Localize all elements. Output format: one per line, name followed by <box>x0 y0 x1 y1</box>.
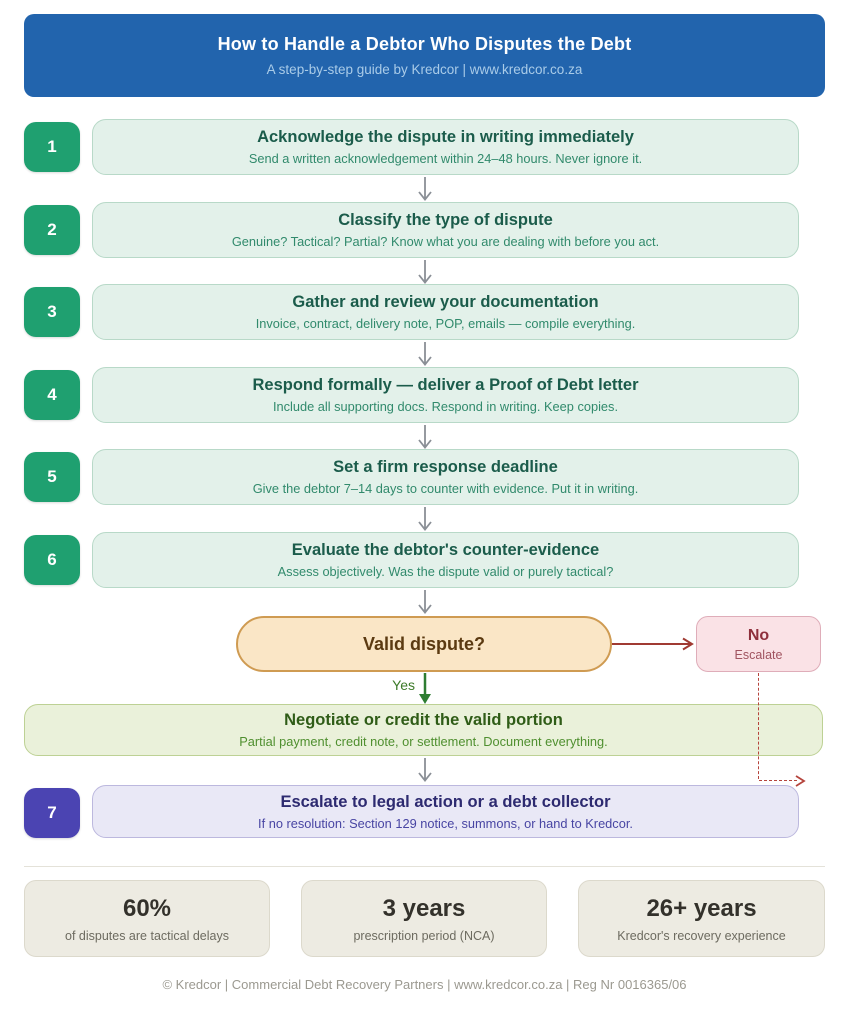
stat-value: 60% <box>122 894 172 922</box>
escalate-dashed-line-horizontal <box>759 780 797 781</box>
step-box-6: Evaluate the debtor's counter-evidence A… <box>92 532 799 588</box>
no-escalate-box: No Escalate <box>696 616 821 672</box>
down-arrow-icon <box>418 758 432 782</box>
step-title: Classify the type of dispute <box>338 211 553 229</box>
stat-card-prescription-period: 3 years prescription period (NCA) <box>301 880 547 957</box>
step-badge-7: 7 <box>24 788 80 838</box>
page-title: How to Handle a Debtor Who Disputes the … <box>217 34 632 54</box>
step-title: Acknowledge the dispute in writing immed… <box>257 128 634 146</box>
step-box-1: Acknowledge the dispute in writing immed… <box>92 119 799 175</box>
footer-text: © Kredcor | Commercial Debt Recovery Par… <box>162 977 687 992</box>
yes-label: Yes <box>392 677 415 693</box>
step-badge-4: 4 <box>24 370 80 420</box>
stat-value: 26+ years <box>646 894 757 922</box>
no-label: No <box>747 626 770 644</box>
decision-pill: Valid dispute? <box>236 616 612 672</box>
escalate-arrowhead-icon <box>795 775 806 787</box>
stat-card-tactical-delays: 60% of disputes are tactical delays <box>24 880 270 957</box>
step-title: Escalate to legal action or a debt colle… <box>280 792 611 811</box>
stat-card-recovery-experience: 26+ years Kredcor's recovery experience <box>578 880 825 957</box>
step-subtitle: Genuine? Tactical? Partial? Know what yo… <box>231 234 660 249</box>
step-badge-1: 1 <box>24 122 80 172</box>
step-badge-5: 5 <box>24 452 80 502</box>
down-arrow-icon <box>418 177 432 201</box>
negotiate-title: Negotiate or credit the valid portion <box>284 711 563 729</box>
step-box-2: Classify the type of dispute Genuine? Ta… <box>92 202 799 258</box>
step-box-7: Escalate to legal action or a debt colle… <box>92 785 799 838</box>
step-subtitle: Invoice, contract, delivery note, POP, e… <box>255 316 636 331</box>
negotiate-subtitle: Partial payment, credit note, or settlem… <box>239 734 608 749</box>
stat-label: Kredcor's recovery experience <box>617 928 786 943</box>
decision-question: Valid dispute? <box>362 633 486 654</box>
down-arrow-icon <box>418 260 432 284</box>
step-subtitle: Assess objectively. Was the dispute vali… <box>277 564 614 579</box>
step-title: Set a firm response deadline <box>333 458 558 476</box>
yes-down-arrow-icon <box>419 673 431 704</box>
down-arrow-icon <box>418 425 432 449</box>
down-arrow-icon <box>418 507 432 531</box>
step-box-4: Respond formally — deliver a Proof of De… <box>92 367 799 423</box>
divider <box>24 866 825 867</box>
step-subtitle: If no resolution: Section 129 notice, su… <box>258 815 633 831</box>
header-banner: How to Handle a Debtor Who Disputes the … <box>24 14 825 97</box>
step-badge-6: 6 <box>24 535 80 585</box>
step-badge-3: 3 <box>24 287 80 337</box>
stat-value: 3 years <box>382 894 466 922</box>
step-subtitle: Give the debtor 7–14 days to counter wit… <box>252 481 639 496</box>
step-title: Respond formally — deliver a Proof of De… <box>252 376 639 394</box>
step-badge-2: 2 <box>24 205 80 255</box>
step-title: Evaluate the debtor's counter-evidence <box>291 541 600 559</box>
right-arrow-icon <box>612 637 694 651</box>
step-box-3: Gather and review your documentation Inv… <box>92 284 799 340</box>
stat-label: prescription period (NCA) <box>353 928 495 943</box>
negotiate-box: Negotiate or credit the valid portion Pa… <box>24 704 823 756</box>
down-arrow-icon <box>418 590 432 614</box>
stat-label: of disputes are tactical delays <box>65 928 229 943</box>
escalate-dashed-line-vertical <box>758 673 759 779</box>
down-arrow-icon <box>418 342 432 366</box>
step-subtitle: Send a written acknowledgement within 24… <box>248 151 643 166</box>
page-subtitle: A step-by-step guide by Kredcor | www.kr… <box>266 62 583 77</box>
step-box-5: Set a firm response deadline Give the de… <box>92 449 799 505</box>
step-subtitle: Include all supporting docs. Respond in … <box>272 399 618 414</box>
escalate-label: Escalate <box>734 647 783 662</box>
step-title: Gather and review your documentation <box>292 293 599 311</box>
